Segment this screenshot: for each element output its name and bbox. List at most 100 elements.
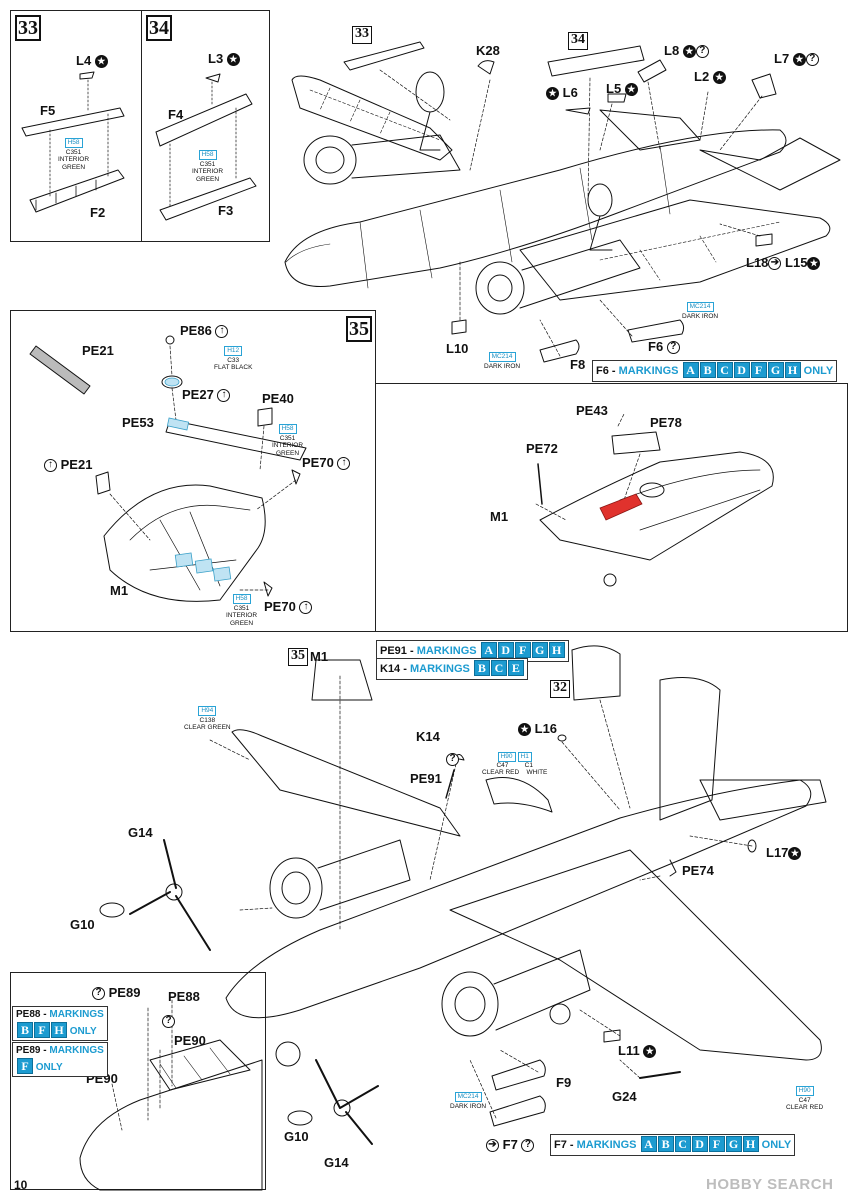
label-f9: F9 [556,1075,572,1090]
part-l10 [451,319,467,335]
part-pe70b [263,581,273,597]
bottom-engine-right [441,971,499,1037]
part-l18 [755,233,773,247]
bottom-tail-fin [659,677,721,821]
star-circle-icon: ★ [94,55,108,69]
label-f2: F2 [90,205,106,220]
label-pe72: PE72 [526,441,558,456]
arrow-up-circle-icon: ↑ [44,459,57,473]
arrow-right-circle-icon: ➔ [486,1139,499,1153]
part-g10-lower [287,1110,313,1126]
part-pe86 [165,335,175,345]
arrow-up-circle-icon: ↑ [217,389,231,403]
part-f8 [539,339,580,363]
part-pe43-ring [603,573,617,587]
step-34-ref: 34 [568,32,588,50]
label-l3: L3 ★ [208,52,240,67]
part-f5 [21,107,125,137]
arrow-up-circle-icon: ↑ [215,325,229,339]
bottom-left-wing [231,729,461,837]
label-pe40: PE40 [262,391,294,406]
part-pe21 [95,471,111,495]
highlight-pe53 [166,417,190,431]
bottom-tail-plane [699,779,827,821]
label-pe78: PE78 [650,415,682,430]
label-l4: L4 ★ [76,54,108,69]
bottom-engine-left [269,857,323,919]
part-f4 [155,93,253,147]
bottom-nose-wheel [275,1041,301,1067]
page-number: 10 [14,1178,28,1192]
bottom-main-wheel [549,1003,571,1025]
cockpit-tub-m1 [103,484,266,602]
label-l18-l15: L18➔ L15★ [746,256,821,271]
part-pe91 [445,769,455,799]
label-f3: F3 [218,203,234,218]
part-k28 [477,60,495,75]
part-l3 [205,73,221,83]
step-35-ref: 35 [288,648,308,666]
star-circle-icon: ★ [712,71,726,85]
paint-dark-iron-f7: MC214 DARK IRON [450,1092,487,1110]
paint-clear-green: H94 C138 CLEAR GREEN [184,706,231,731]
paint-clear-red-tail: H90 C47 CLEAR RED [786,1086,824,1111]
part-l11 [603,1029,621,1043]
part-pe40 [257,407,273,427]
arrow-right-circle-icon: ➔ [768,257,782,271]
label-pe88: PE88 [168,989,200,1004]
star-circle-icon: ★ [807,257,821,271]
label-f7: ➔ F7 ? [486,1138,535,1153]
question-circle-icon: ? [446,753,459,767]
label-l5: L5 ★ [606,82,638,97]
label-l6: ★ L6 [546,86,578,101]
top-left-wing [291,75,453,161]
paint-dark-iron-f6: MC214 DARK IRON [682,302,719,320]
label-pe53: PE53 [122,415,154,430]
label-f6: F6 ? [648,340,680,355]
label-f8: F8 [570,357,586,372]
label-pe74: PE74 [682,863,714,878]
label-l7: L7 ★? [774,52,819,67]
paint-flat-black: H12 C33 FLAT BLACK [214,346,253,371]
label-l11: L11 ★ [618,1044,657,1059]
step-32-ref: 32 [550,680,570,698]
question-circle-icon: ? [92,987,105,1001]
highlight-cockpit-1 [174,552,194,568]
label-l2: L2 ★ [694,70,726,85]
prop-hub-lower [333,1099,351,1117]
label-l10: L10 [446,341,469,356]
paint-interior-green-upper: H58 C351 INTERIOR GREEN [272,424,304,457]
label-l17: L17★ [766,846,802,861]
label-m1-mid: M1 [490,509,509,524]
detail-pe91-mount [485,777,553,813]
part-turret [571,645,621,701]
question-pe91: ? [446,752,459,767]
label-f5: F5 [40,103,56,118]
part-f2 [29,169,125,213]
label-pe91: PE91 [410,771,442,786]
label-g14-lower: G14 [324,1155,349,1170]
bottom-fuselage [225,779,812,1019]
question-circle-icon: ? [695,45,709,59]
part-l6 [565,107,591,115]
label-pe21: ↑ PE21 [44,458,92,473]
label-l8: L8 ★? [664,44,709,59]
top-engine-right [475,261,525,315]
question-pe90: ? [162,1014,175,1029]
inset-nose-canopy [149,1039,251,1091]
question-circle-icon: ? [805,53,819,67]
part-step34-flap [547,45,645,77]
part-pe70a [291,469,301,485]
question-circle-icon: ? [666,341,680,355]
part-l17 [747,839,757,853]
label-pe86: PE86 ↑ [180,324,229,339]
paint-dark-iron-f8: MC214 DARK IRON [484,352,521,370]
inset-nose-fuselage [79,1059,263,1191]
top-wheel-2 [587,183,613,217]
part-pe78 [611,431,661,455]
label-pe89: ? PE89 [92,986,140,1001]
